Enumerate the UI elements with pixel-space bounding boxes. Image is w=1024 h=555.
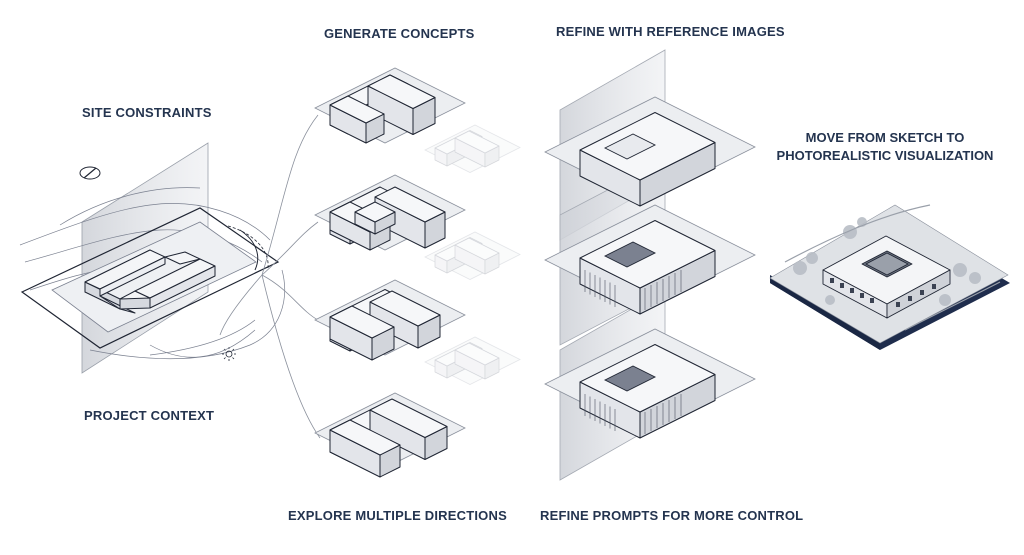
refined-model-1 bbox=[544, 96, 756, 207]
label-site-constraints: SITE CONSTRAINTS bbox=[82, 105, 212, 120]
refined-model-3 bbox=[544, 328, 756, 439]
north-compass-icon bbox=[79, 166, 101, 180]
label-final-line1: MOVE FROM SKETCH TO bbox=[805, 130, 965, 145]
site-boundary bbox=[20, 207, 280, 349]
site-plate bbox=[51, 221, 257, 333]
landscape-trees bbox=[793, 217, 981, 306]
sun-icon bbox=[222, 347, 236, 361]
flow-connectors bbox=[219, 114, 321, 439]
label-final-line2: PHOTOREALISTIC VISUALIZATION bbox=[776, 148, 994, 163]
concept-3-model bbox=[314, 279, 466, 361]
label-final-visualization: MOVE FROM SKETCH TO PHOTOREALISTIC VISUA… bbox=[770, 129, 1000, 165]
photorealistic-visualization bbox=[769, 204, 1010, 350]
refine-column bbox=[544, 49, 756, 481]
facade-windows bbox=[830, 278, 936, 307]
label-generate-concepts: GENERATE CONCEPTS bbox=[324, 26, 475, 41]
site-contour-lines bbox=[19, 187, 285, 360]
concept-1-ghost-sketch bbox=[424, 124, 521, 173]
concept-1-model bbox=[314, 67, 466, 144]
refined-model-2 bbox=[544, 204, 756, 315]
label-explore-directions: EXPLORE MULTIPLE DIRECTIONS bbox=[288, 508, 507, 523]
concept-2-ghost-sketch bbox=[424, 231, 521, 280]
concept-column bbox=[314, 67, 521, 478]
concept-4-model bbox=[314, 392, 466, 478]
concept-3-ghost-sketch bbox=[424, 336, 521, 385]
site-context-drawing bbox=[19, 142, 285, 374]
label-refine-prompts: REFINE PROMPTS FOR MORE CONTROL bbox=[540, 508, 804, 523]
label-refine-reference: REFINE WITH REFERENCE IMAGES bbox=[556, 24, 785, 39]
label-project-context: PROJECT CONTEXT bbox=[84, 408, 215, 423]
concept-2-model bbox=[314, 174, 466, 251]
site-massing-model bbox=[84, 249, 216, 314]
